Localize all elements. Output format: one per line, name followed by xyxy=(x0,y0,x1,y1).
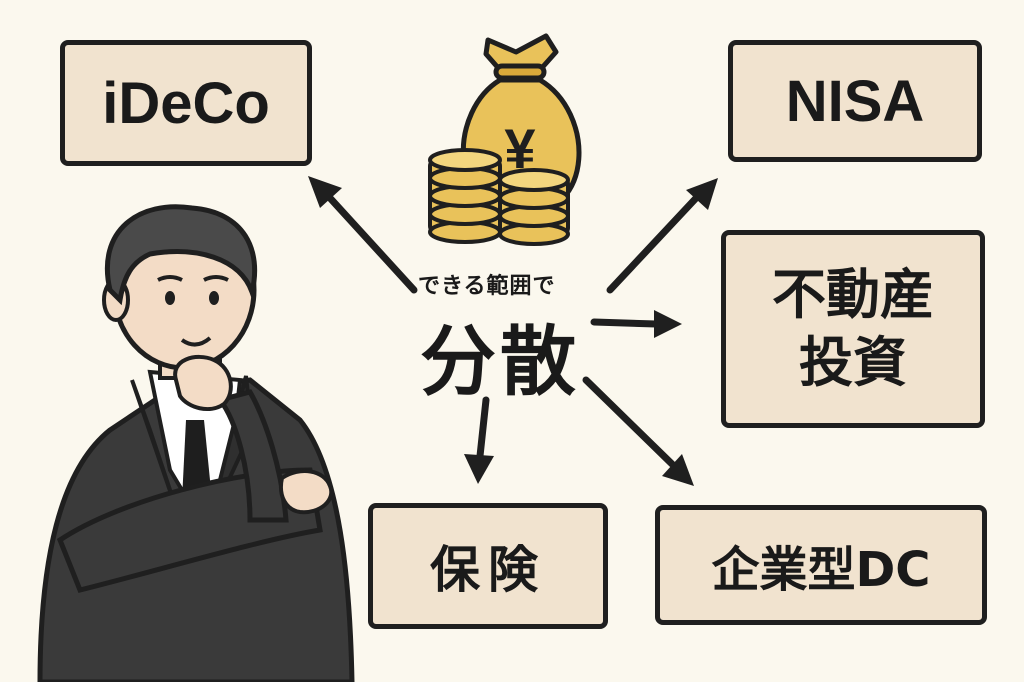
arrow-to-corporate-dc xyxy=(582,376,694,486)
businessman-illustration xyxy=(37,204,355,682)
coin-stack-left-icon xyxy=(428,148,502,244)
node-corporate-dc-label: 企業型DC xyxy=(711,542,931,598)
node-ideco-label: iDeCo xyxy=(102,70,270,136)
arrow-to-insurance xyxy=(464,396,494,484)
arrow-to-ideco xyxy=(308,176,418,294)
node-insurance: 保険 xyxy=(368,503,608,629)
node-nisa: NISA xyxy=(728,40,982,162)
coin-stack-right-icon xyxy=(498,168,570,246)
node-nisa-label: NISA xyxy=(785,68,925,134)
node-real-estate-label-line1: 不動産 xyxy=(772,263,934,326)
center-caption: できる範囲で xyxy=(418,274,556,299)
node-real-estate: 不動産 投資 xyxy=(721,230,985,428)
arrow-to-real-estate xyxy=(590,310,682,338)
node-ideco: iDeCo xyxy=(60,40,312,166)
center-title: 分散 xyxy=(420,317,580,406)
arrow-to-nisa xyxy=(606,178,718,294)
node-corporate-dc: 企業型DC xyxy=(655,505,987,625)
node-insurance-label: 保険 xyxy=(430,541,546,599)
node-real-estate-label-line2: 投資 xyxy=(799,331,907,394)
